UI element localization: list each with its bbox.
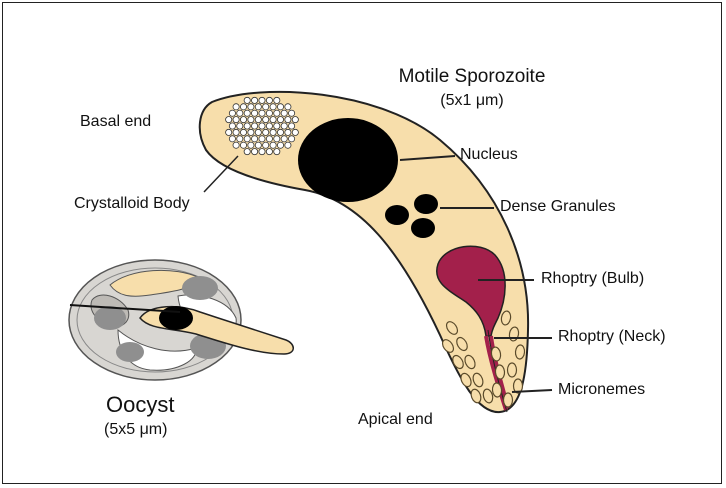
crystalloid-vesicle	[252, 136, 258, 142]
crystalloid-vesicle	[237, 123, 243, 129]
sporozoite-size: (5x1 μm)	[372, 92, 572, 110]
crystalloid-vesicle	[240, 129, 246, 135]
basal-end-label: Basal end	[80, 113, 151, 131]
nucleus	[298, 118, 398, 202]
crystalloid-vesicle	[274, 97, 280, 103]
crystalloid-vesicle	[292, 117, 298, 123]
crystalloid-vesicle	[229, 123, 235, 129]
crystalloid-vesicle	[226, 117, 232, 123]
crystalloid-vesicle	[237, 136, 243, 142]
crystalloid-vesicle	[266, 149, 272, 155]
crystalloid-vesicle	[263, 117, 269, 123]
crystalloid-vesicle	[266, 136, 272, 142]
crystalloid-vesicle	[255, 104, 261, 110]
crystalloid-vesicle	[277, 129, 283, 135]
dense-granule	[411, 218, 435, 238]
dense-granule	[414, 194, 438, 214]
crystalloid-vesicle	[285, 117, 291, 123]
crystalloid-vesicle	[259, 123, 265, 129]
crystalloid-vesicle	[289, 136, 295, 142]
crystalloid-vesicle	[248, 104, 254, 110]
nucleus-label: Nucleus	[460, 146, 518, 164]
crystalloid-vesicle	[237, 110, 243, 116]
crystalloid-vesicle	[270, 142, 276, 148]
crystalloid-vesicle	[274, 123, 280, 129]
apical-end-label: Apical end	[358, 411, 433, 429]
crystalloid-vesicle	[259, 110, 265, 116]
crystalloid-vesicle	[240, 104, 246, 110]
crystalloid-vesicle	[263, 104, 269, 110]
crystalloid-vesicle	[259, 97, 265, 103]
crystalloid-vesicle	[281, 110, 287, 116]
crystalloid-vesicle	[292, 129, 298, 135]
crystalloid-vesicle	[248, 129, 254, 135]
crystalloid-vesicle	[244, 110, 250, 116]
rhoptry-bulb-label: Rhoptry (Bulb)	[541, 270, 644, 288]
crystalloid-vesicle	[244, 136, 250, 142]
crystalloid-vesicle	[285, 104, 291, 110]
crystalloid-vesicle	[252, 97, 258, 103]
microneme	[504, 393, 513, 407]
crystalloid-vesicle	[266, 110, 272, 116]
crystalloid-vesicle	[229, 110, 235, 116]
crystalloid-vesicle	[244, 149, 250, 155]
dense-granules-label: Dense Granules	[500, 198, 616, 216]
crystalloid-vesicle	[233, 142, 239, 148]
crystalloid-vesicle	[289, 123, 295, 129]
crystalloid-vesicle	[252, 123, 258, 129]
crystalloid-vesicle	[233, 117, 239, 123]
crystalloid-vesicle	[255, 129, 261, 135]
crystalloid-vesicle	[270, 129, 276, 135]
crystalloid-vesicle	[240, 142, 246, 148]
crystalloid-vesicle	[281, 136, 287, 142]
rhoptry-neck-label: Rhoptry (Neck)	[558, 328, 666, 346]
crystalloid-vesicle	[277, 142, 283, 148]
oocyst-size: (5x5 μm)	[104, 421, 167, 439]
crystalloid-vesicle	[233, 129, 239, 135]
crystalloid-vesicle	[281, 123, 287, 129]
microneme	[508, 363, 517, 377]
crystalloid-vesicle	[244, 123, 250, 129]
crystalloid-vesicle	[259, 136, 265, 142]
crystalloid-vesicle	[277, 117, 283, 123]
oocyst-title: Oocyst	[106, 392, 174, 418]
crystalloid-vesicle	[255, 142, 261, 148]
crystalloid-vesicle	[259, 149, 265, 155]
crystalloid-vesicle	[252, 110, 258, 116]
crystalloid-vesicle	[270, 117, 276, 123]
crystalloid-vesicle	[233, 104, 239, 110]
crystalloid-vesicle	[289, 110, 295, 116]
crystalloid-vesicle	[263, 142, 269, 148]
sporozoite-title: Motile Sporozoite	[372, 66, 572, 88]
crystalloid-vesicle	[274, 149, 280, 155]
crystalloid-vesicle	[270, 104, 276, 110]
crystalloid-vesicle	[252, 149, 258, 155]
micronemes-label: Micronemes	[558, 381, 645, 399]
crystalloid-vesicle	[248, 142, 254, 148]
crystalloid-vesicle	[248, 117, 254, 123]
crystalloid-vesicle	[277, 104, 283, 110]
crystalloid-vesicle	[263, 129, 269, 135]
oocyst-illustration	[69, 260, 293, 380]
crystalloid-vesicle	[266, 123, 272, 129]
crystalloid-vesicle	[255, 117, 261, 123]
dense-granule	[385, 205, 409, 225]
crystalloid-vesicle	[226, 129, 232, 135]
crystalloid-vesicle	[229, 136, 235, 142]
crystalloid-vesicle	[285, 129, 291, 135]
crystalloid-vesicle	[266, 97, 272, 103]
crystalloid-vesicle	[274, 110, 280, 116]
crystalloid-vesicle	[240, 117, 246, 123]
crystalloid-vesicle	[274, 136, 280, 142]
crystalloid-vesicle	[285, 142, 291, 148]
crystalloid-body-label: Crystalloid Body	[74, 195, 190, 213]
crystalloid-vesicle	[244, 97, 250, 103]
